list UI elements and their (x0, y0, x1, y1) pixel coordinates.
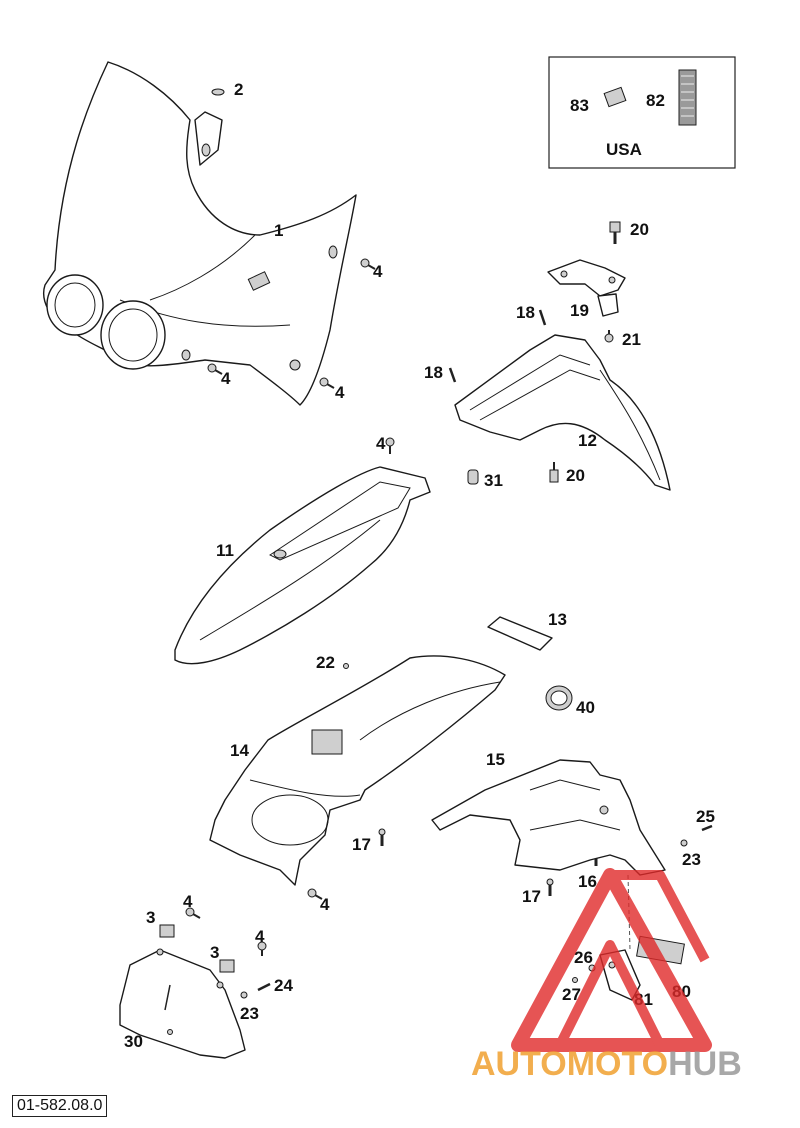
callout-24: 24 (274, 976, 293, 995)
callout-20: 20 (630, 220, 649, 239)
callout-3: 3 (146, 908, 155, 927)
callout-4: 4 (221, 369, 231, 388)
callout-4: 4 (335, 383, 345, 402)
callout-18: 18 (424, 363, 443, 382)
part-24-screw (257, 982, 271, 992)
part-20-bolt-top (609, 221, 621, 244)
callout-13: 13 (548, 610, 567, 629)
callout-12: 12 (578, 431, 597, 450)
part-23-nut-right (680, 839, 688, 847)
callout-19: 19 (570, 301, 589, 320)
part-1-headlight-fairing (43, 61, 357, 406)
part-82-reflector-large (678, 69, 697, 126)
callout-3: 3 (210, 943, 219, 962)
part-15-rear-flap (431, 759, 666, 876)
callout-18: 18 (516, 303, 535, 322)
watermark-logo (511, 868, 712, 1052)
part-30-plate (119, 948, 246, 1059)
diagram-part-number: 01-582.08.0 (12, 1095, 108, 1117)
callout-27: 27 (562, 985, 581, 1004)
usa-label: USA (606, 140, 642, 159)
callout-23: 23 (240, 1004, 259, 1023)
part-83-reflector-small (603, 86, 627, 108)
part-18-screws (448, 309, 547, 383)
callout-11: 11 (216, 541, 234, 560)
usa-inset-box: 83 82 USA (548, 56, 736, 169)
part-22-clip (343, 663, 349, 669)
callout-4: 4 (320, 895, 330, 914)
callout-82: 82 (646, 91, 665, 110)
part-25-screw (701, 824, 713, 832)
callout-17: 17 (522, 887, 541, 906)
callout-26: 26 (574, 948, 593, 967)
part-13-sticker-strip (487, 616, 553, 651)
part-40-grommet-cap (545, 685, 573, 711)
part-19-fender-bracket (547, 259, 626, 317)
part-4-screws-fairing (185, 258, 395, 956)
watermark-text: AUTOMOTOHUB (471, 1045, 742, 1083)
part-14-rear-fender (209, 655, 506, 886)
part-2-grommet (211, 88, 225, 96)
part-31-spacer (467, 469, 479, 485)
callout-1: 1 (274, 221, 283, 240)
part-21-bolt (604, 330, 614, 343)
callout-4: 4 (183, 892, 193, 911)
part-20-bolt-bottom (549, 462, 559, 483)
callout-83: 83 (570, 96, 589, 115)
callout-4: 4 (373, 262, 383, 281)
callout-20: 20 (566, 466, 585, 485)
callout-22: 22 (316, 653, 335, 672)
callout-4: 4 (255, 927, 265, 946)
callout-40: 40 (576, 698, 595, 717)
part-3-clips (159, 924, 235, 973)
part-23-nut-left (240, 991, 248, 999)
callout-15: 15 (486, 750, 505, 769)
part-12-front-fender (454, 334, 671, 491)
callout-30: 30 (124, 1032, 143, 1051)
callout-31: 31 (484, 471, 503, 490)
callout-2: 2 (234, 80, 243, 99)
part-11-side-cover (174, 466, 431, 665)
callout-25: 25 (696, 807, 715, 826)
part-17-bolts (378, 828, 554, 896)
callout-17: 17 (352, 835, 371, 854)
callout-16: 16 (578, 872, 597, 891)
callout-4: 4 (376, 434, 386, 453)
callout-23: 23 (682, 850, 701, 869)
callout-14: 14 (230, 741, 249, 760)
callout-21: 21 (622, 330, 641, 349)
